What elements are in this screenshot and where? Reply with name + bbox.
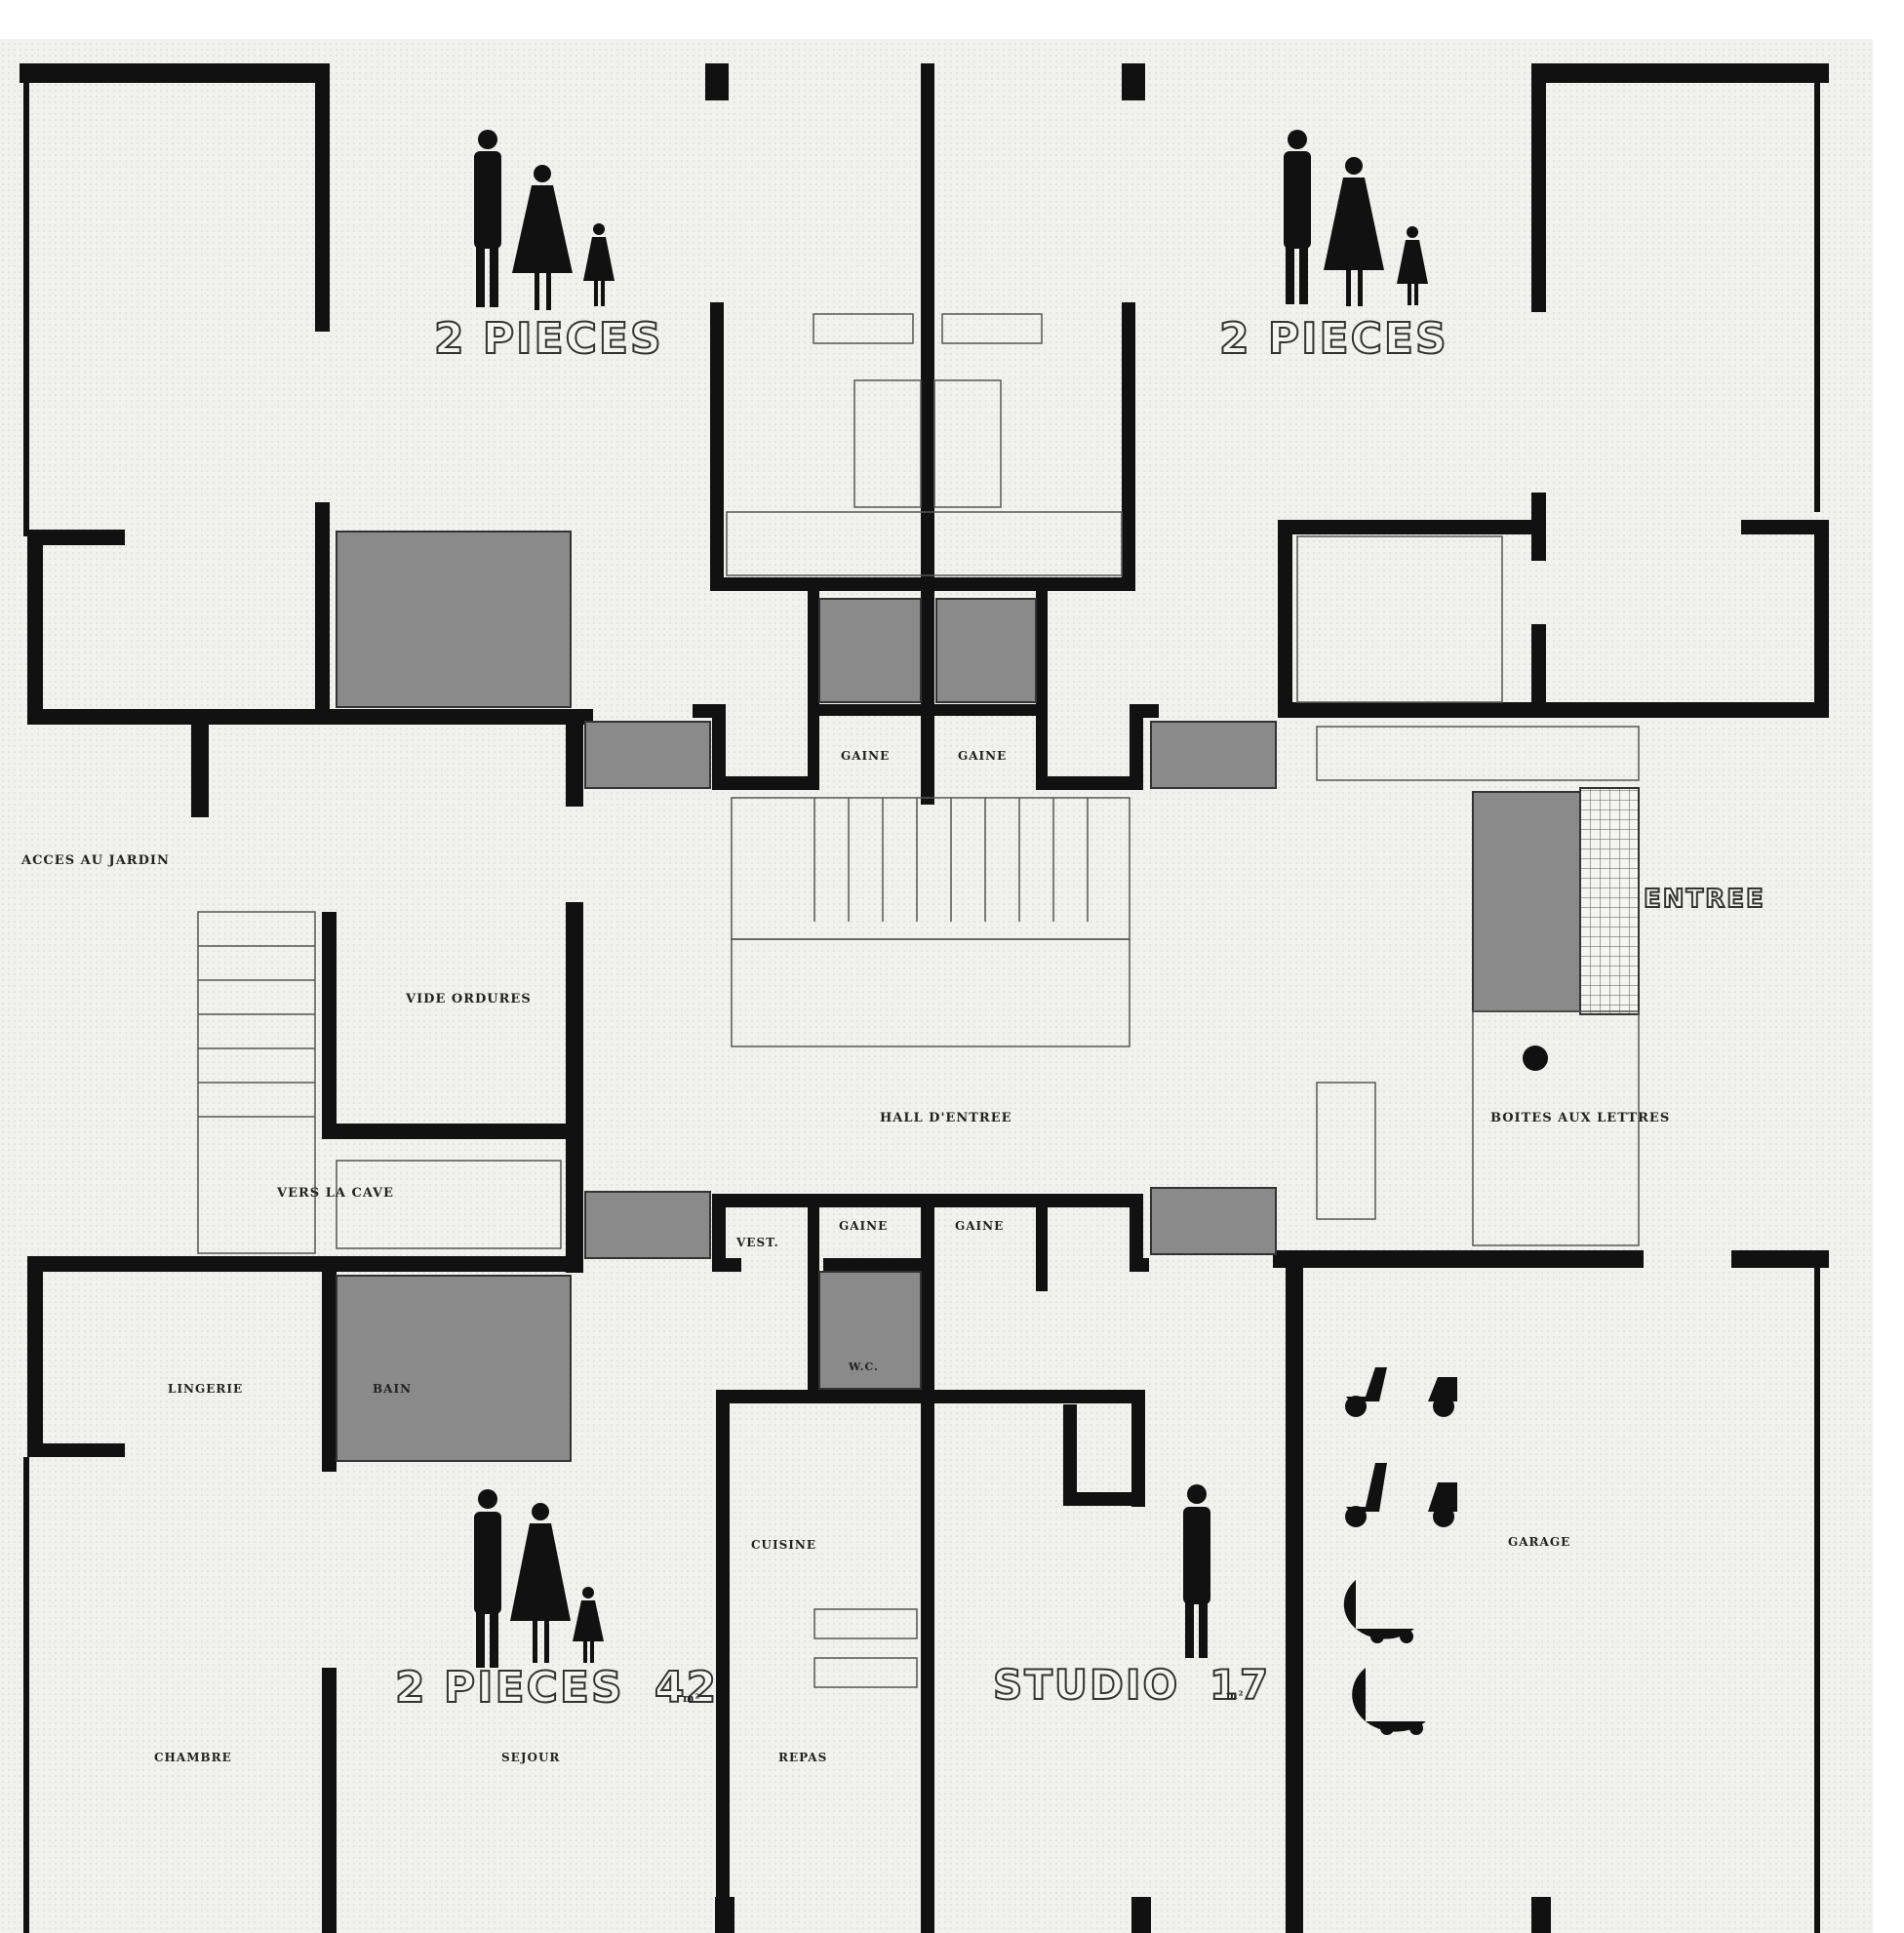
label-apt-sw: 2 PIECES 42 m² xyxy=(394,1662,718,1714)
people-silhouette-sw xyxy=(474,1489,604,1668)
pram-icon-2 xyxy=(1352,1668,1426,1735)
label-sejour: SEJOUR xyxy=(501,1751,560,1764)
label-gaine-se: GAINE xyxy=(955,1219,1004,1233)
svg-text:STUDIO 17: STUDIO 17 xyxy=(993,1661,1270,1709)
label-repas: REPAS xyxy=(778,1751,827,1764)
people-silhouette-nw xyxy=(474,130,615,310)
label-apt-ne: 2 PIECES xyxy=(1219,314,1448,364)
pram-icon xyxy=(1343,1580,1414,1643)
label-boites: BOITES AUX LETTRES xyxy=(1490,1111,1670,1125)
label-vest: VEST. xyxy=(735,1236,779,1249)
label-apt-sw-name: 2 PIECES xyxy=(395,1663,624,1713)
label-apt-nw: 2 PIECES xyxy=(434,314,663,364)
label-gaine-nw: GAINE xyxy=(841,749,890,763)
label-studio-name: STUDIO xyxy=(993,1661,1179,1709)
label-cave: VERS LA CAVE xyxy=(276,1186,394,1201)
label-acces-jardin: ACCES AU JARDIN xyxy=(20,853,170,868)
walls xyxy=(20,63,1829,1933)
label-studio-area: 17 xyxy=(1210,1661,1270,1709)
label-chambre: CHAMBRE xyxy=(154,1751,232,1764)
label-studio-unit: m² xyxy=(1226,1689,1244,1702)
label-apt-sw-unit: m² xyxy=(683,1692,700,1705)
label-entree: ENTREE xyxy=(1644,885,1765,914)
label-lingerie: LINGERIE xyxy=(168,1382,243,1396)
label-studio: STUDIO 17 m² xyxy=(992,1660,1270,1710)
mailbox-dot xyxy=(1523,1045,1548,1071)
label-vide-ordures: VIDE ORDURES xyxy=(405,992,532,1006)
label-gaine-ne: GAINE xyxy=(958,749,1007,763)
label-bain: BAIN xyxy=(373,1382,412,1396)
landing-slabs xyxy=(584,598,1640,1390)
label-hall: HALL D'ENTREE xyxy=(880,1111,1012,1125)
label-apt-sw-area: 42 xyxy=(654,1663,718,1713)
people-silhouette-ne xyxy=(1284,130,1428,306)
label-wc: W.C. xyxy=(848,1361,879,1373)
label-cuisine: CUISINE xyxy=(751,1538,816,1552)
labels: 2 PIECES 2 PIECES 2 PIECES 42 m² STUDIO … xyxy=(20,313,1765,1764)
label-gaine-sw: GAINE xyxy=(839,1219,888,1233)
moped-icon xyxy=(1345,1463,1457,1527)
person-silhouette-studio xyxy=(1183,1484,1210,1658)
label-garage: GARAGE xyxy=(1508,1535,1570,1549)
thin-details xyxy=(197,313,1640,1688)
scooter-icon xyxy=(1345,1367,1457,1417)
svg-text:2 PIECES 42: 2 PIECES 42 xyxy=(395,1663,718,1713)
